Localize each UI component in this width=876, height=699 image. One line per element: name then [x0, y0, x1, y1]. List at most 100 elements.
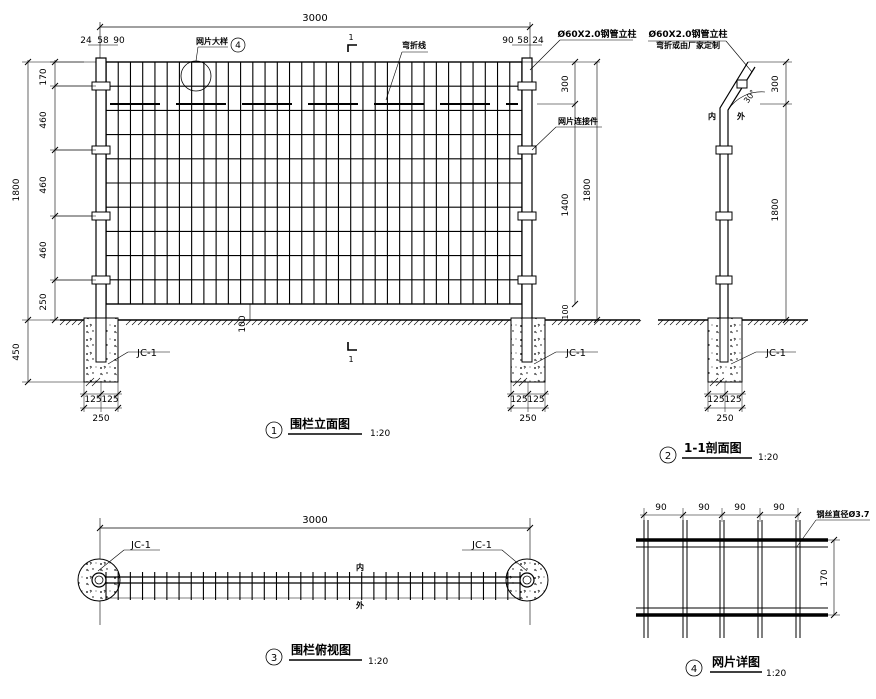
- ground-hatch: [467, 319, 474, 326]
- right-footing-dim-total: 250: [519, 414, 536, 424]
- footing-dim-tick: [541, 390, 549, 398]
- ground-hatch: [239, 319, 246, 326]
- right-dim-1400: 1400: [561, 193, 571, 216]
- ground-hatch: [473, 319, 480, 326]
- ground-hatch: [71, 319, 78, 326]
- plan-right-footing-label: JC-1: [471, 540, 492, 551]
- title-4-scale: 1:20: [766, 669, 786, 679]
- ground-hatch: [395, 319, 402, 326]
- detail-spacing-1: 90: [655, 503, 667, 513]
- ground-hatch: [299, 319, 306, 326]
- fence-mesh: [106, 62, 522, 304]
- ground-hatch: [191, 319, 198, 326]
- plan-view: 3000 JC-1 JC-1 内 外 3 围栏俯视图 1:20: [77, 515, 549, 667]
- section-mark-bottom-num: 1: [348, 355, 353, 364]
- ground-hatch: [675, 319, 682, 326]
- section-mark-bottom: [347, 342, 357, 351]
- total-height-label: 1800: [12, 178, 22, 201]
- ground-hatch: [479, 319, 486, 326]
- ground-hatch: [251, 319, 258, 326]
- title-2-circle: [659, 446, 677, 464]
- section-inside: 内: [708, 111, 716, 121]
- ground-hatch: [563, 319, 570, 326]
- ground-hatch: [623, 319, 630, 326]
- ground-hatch: [693, 319, 700, 326]
- ground-hatch: [137, 319, 144, 326]
- ground-hatch: [419, 319, 426, 326]
- ground-hatch: [401, 319, 408, 326]
- ground-hatch: [275, 319, 282, 326]
- panel-connector: [517, 81, 537, 91]
- ground-hatch: [455, 319, 462, 326]
- title-3: 围栏俯视图: [291, 642, 351, 657]
- ground-hatch: [383, 319, 390, 326]
- ground-hatch: [311, 319, 318, 326]
- ground-hatch: [605, 319, 612, 326]
- plan-width-label: 3000: [302, 515, 327, 526]
- ground-hatch: [149, 319, 156, 326]
- title-1-number: 1: [271, 426, 277, 437]
- left-footing-dim-a: 125: [84, 395, 101, 405]
- ground-hatch: [437, 319, 444, 326]
- bottom-gap-label: 100: [238, 315, 248, 332]
- section-clip: [715, 145, 733, 155]
- ground-hatch: [663, 319, 670, 326]
- section-dim-total: 1800: [771, 198, 781, 221]
- ground-hatch: [329, 319, 336, 326]
- left-dim-460-b: 460: [39, 176, 49, 193]
- plan-left-footing-label: JC-1: [130, 540, 151, 551]
- footing-dim-tick: [704, 390, 712, 398]
- section-outside: 外: [737, 111, 745, 121]
- top-dim-1: 24: [80, 36, 92, 46]
- ground-hatch: [669, 319, 676, 326]
- section-mark-top: [347, 44, 357, 52]
- left-dim-170: 170: [39, 68, 49, 85]
- ground-hatch: [407, 319, 414, 326]
- ground-hatch: [197, 319, 204, 326]
- footing-dim-tick: [541, 404, 549, 412]
- footing-dim-tick: [80, 404, 88, 412]
- post-spec-label: Ø60X2.0钢管立柱: [557, 28, 636, 40]
- section-clip: [715, 275, 733, 285]
- right-footing-dim-b: 125: [527, 395, 544, 405]
- ground-hatch: [365, 319, 372, 326]
- footing-dim-tick: [524, 390, 532, 398]
- left-dim-250: 250: [39, 293, 49, 310]
- ground-hatch: [257, 319, 264, 326]
- ground-hatch: [131, 319, 138, 326]
- ground-hatch: [305, 319, 312, 326]
- top-dim-4: 90: [502, 36, 514, 46]
- detail-wire-note: 钢丝直径Ø3.7: [817, 509, 870, 519]
- ground-hatch: [795, 319, 802, 326]
- ground-hatch: [215, 319, 222, 326]
- left-footing-label: JC-1: [136, 348, 157, 359]
- ground-hatch: [635, 319, 642, 326]
- ground-hatch: [485, 319, 492, 326]
- section-view: Ø60X2.0钢管立柱 弯折或由厂家定制 30° 内 外 300 1800 JC…: [648, 28, 808, 464]
- ground-hatch: [629, 319, 636, 326]
- ground-hatch: [753, 319, 760, 326]
- title-3-number: 3: [271, 653, 277, 664]
- right-dim-300: 300: [561, 75, 571, 92]
- detail-ref-number: 4: [235, 41, 241, 51]
- ground-hatch: [347, 319, 354, 326]
- section-footing-dim-total: 250: [716, 414, 733, 424]
- ground-hatch: [245, 319, 252, 326]
- footing-dim-tick: [507, 404, 515, 412]
- ground-hatch: [687, 319, 694, 326]
- ground-hatch: [161, 319, 168, 326]
- ground-hatch: [765, 319, 772, 326]
- title-1-circle: [265, 421, 283, 439]
- plan-left-post: [91, 572, 107, 588]
- title-1-scale: 1:20: [370, 429, 390, 439]
- footing-base-mark: [709, 377, 719, 387]
- footing-depth-label: 450: [12, 343, 22, 360]
- footing-dim-tick: [114, 404, 122, 412]
- top-dim-5: 58: [517, 36, 529, 46]
- ground-hatch: [173, 319, 180, 326]
- bottom-gap-right-label: 100: [561, 304, 570, 319]
- section-mark-top-num: 1: [348, 33, 353, 42]
- ground-hatch: [389, 319, 396, 326]
- right-footing-label: JC-1: [565, 348, 586, 359]
